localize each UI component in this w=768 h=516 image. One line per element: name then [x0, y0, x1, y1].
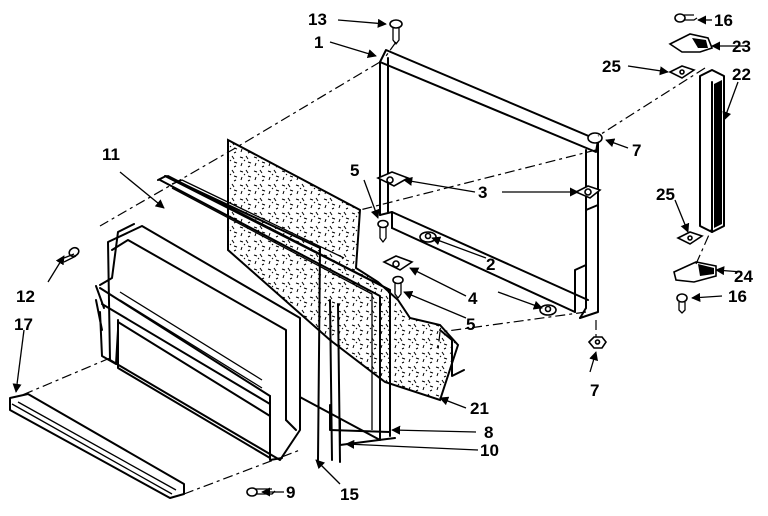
label-16-bottom: 16 [728, 287, 747, 306]
label-21: 21 [470, 399, 489, 418]
label-25-bottom: 25 [656, 185, 675, 204]
bracket-4 [382, 255, 414, 271]
label-17: 17 [14, 315, 33, 334]
label-12: 12 [16, 287, 35, 306]
handle-22 [699, 69, 725, 233]
nut-bottom-right [587, 336, 607, 349]
label-7-top: 7 [632, 141, 641, 160]
label-13: 13 [308, 10, 327, 29]
label-9: 9 [286, 483, 295, 502]
label-7-bottom: 7 [590, 381, 599, 400]
label-11: 11 [102, 145, 120, 164]
screw-16-bottom [676, 293, 688, 314]
label-5-upper: 5 [350, 161, 359, 180]
door-trim-17 [9, 393, 185, 499]
plug-upper [419, 231, 437, 243]
door-liner [95, 223, 301, 461]
label-5-lower: 5 [466, 315, 475, 334]
label-1: 1 [314, 33, 323, 52]
spacer-25-bottom [676, 231, 704, 245]
label-23: 23 [732, 37, 751, 56]
spacer-25-top [668, 65, 696, 79]
label-3: 3 [478, 183, 487, 202]
label-4: 4 [468, 289, 478, 308]
label-2: 2 [486, 255, 495, 274]
screw-12 [63, 246, 80, 263]
breaker-strip-10 [329, 299, 341, 463]
label-8: 8 [484, 423, 493, 442]
label-24: 24 [734, 267, 753, 286]
label-25-top: 25 [602, 57, 621, 76]
liner-frame [379, 49, 599, 319]
screw-13 [389, 19, 403, 45]
handle-end-cap-23 [668, 33, 714, 53]
label-10: 10 [480, 441, 499, 460]
handle-end-cap-24 [673, 261, 717, 283]
label-15: 15 [340, 485, 359, 504]
label-16-top: 16 [714, 11, 733, 30]
hinge-bracket-right [574, 185, 602, 199]
plug-lower [539, 304, 557, 316]
hinge-bracket-left [376, 171, 410, 187]
part-labels: 13 1 16 23 25 22 7 11 5 3 25 2 24 12 4 1… [14, 10, 753, 504]
screw-5-upper [377, 219, 389, 243]
label-22: 22 [732, 65, 751, 84]
screw-16-top [674, 13, 698, 23]
assembly-lines [19, 41, 713, 495]
leader-lines [12, 15, 748, 497]
cap-top-right [587, 132, 603, 144]
screw-5-lower [392, 275, 404, 299]
